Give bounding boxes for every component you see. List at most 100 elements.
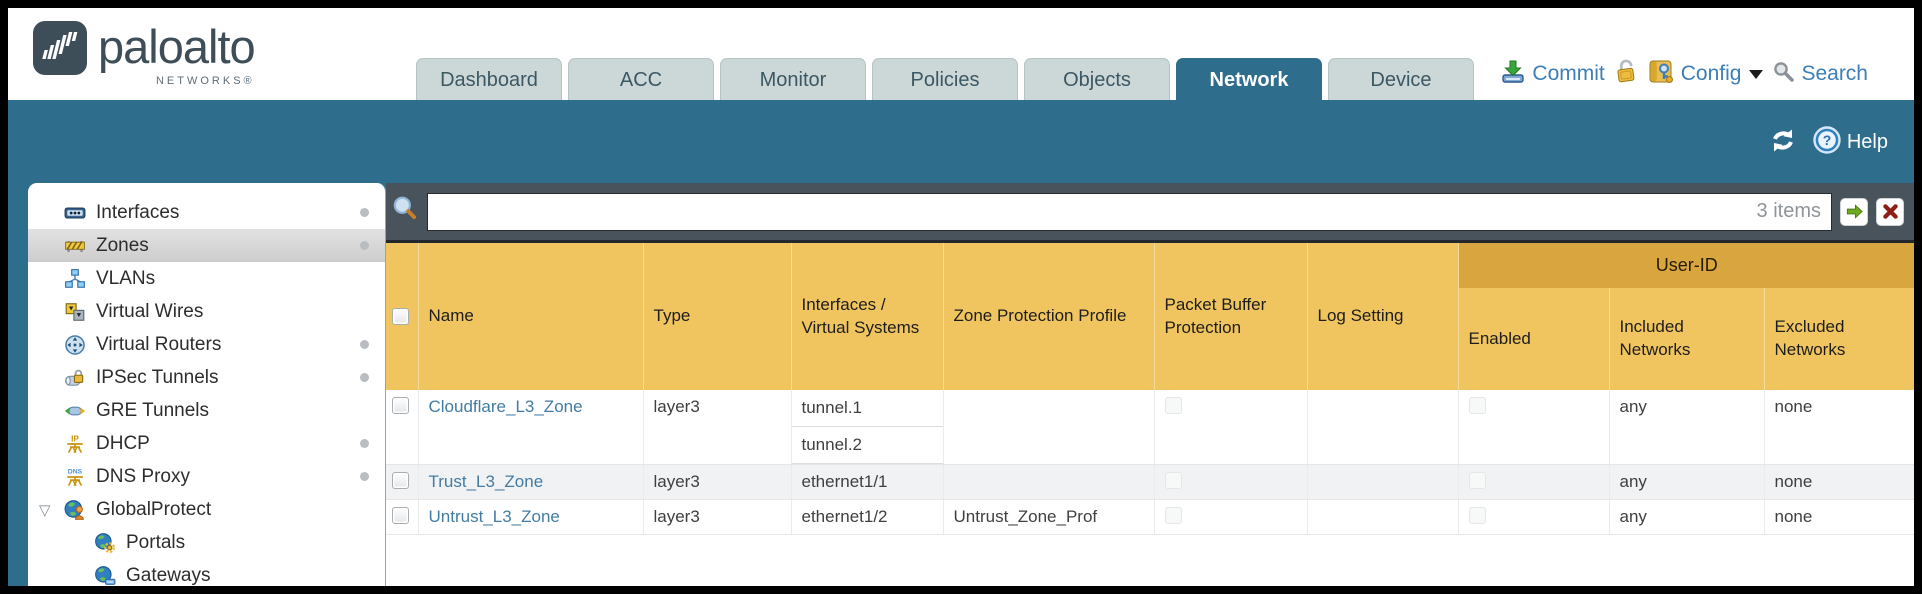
network-sidebar: Interfaces Zones VLANs Vir xyxy=(28,183,386,586)
log-setting-cell xyxy=(1307,464,1459,500)
sidebar-item-label: DNS Proxy xyxy=(96,465,190,487)
sidebar-item-dns-proxy[interactable]: DNS DNS Proxy xyxy=(28,460,385,493)
column-header-enabled[interactable]: Enabled xyxy=(1458,288,1610,390)
row-select-cell xyxy=(386,464,419,500)
column-header-type[interactable]: Type xyxy=(643,243,792,390)
commit-button[interactable]: Commit xyxy=(1500,58,1605,90)
config-label: Config xyxy=(1680,62,1742,85)
tab-policies[interactable]: Policies xyxy=(872,58,1018,100)
user-id-enabled-checkbox xyxy=(1468,397,1486,414)
search-label: Search xyxy=(1801,62,1868,85)
sidebar-item-zones[interactable]: Zones xyxy=(28,229,385,262)
tab-device[interactable]: Device xyxy=(1328,58,1474,100)
globalprotect-icon xyxy=(64,499,87,520)
commit-icon xyxy=(1500,58,1526,90)
sidebar-item-dhcp[interactable]: IP DHCP xyxy=(28,427,385,460)
table-row-cloudflare-l3-zone: Cloudflare_L3_Zone layer3 tunnel.1 tunne… xyxy=(386,390,1914,465)
excluded-networks-cell: none xyxy=(1764,464,1914,500)
sidebar-item-virtual-routers[interactable]: Virtual Routers xyxy=(28,328,385,361)
main-tab-bar: Dashboard ACC Monitor Policies Objects N… xyxy=(416,58,1474,100)
included-networks-cell: any xyxy=(1609,499,1765,535)
sidebar-item-globalprotect[interactable]: ▽ GlobalProtect xyxy=(28,493,385,526)
row-checkbox[interactable] xyxy=(392,397,409,414)
sidebar-item-vlans[interactable]: VLANs xyxy=(28,262,385,295)
zones-table: Name Type Interfaces / Virtual Systems Z… xyxy=(386,243,1914,535)
sidebar-item-label: Zones xyxy=(96,234,149,256)
sidebar-item-gateways[interactable]: Gateways xyxy=(28,559,385,586)
app-window: paloalto NETWORKS® Dashboard ACC Monitor… xyxy=(8,8,1914,586)
tab-network[interactable]: Network xyxy=(1176,58,1322,100)
search-button[interactable]: Search xyxy=(1772,60,1868,89)
globalprotect-expander-icon[interactable]: ▽ xyxy=(39,502,51,519)
tab-monitor[interactable]: Monitor xyxy=(720,58,866,100)
interface-entry: ethernet1/1 xyxy=(801,471,888,491)
clear-filter-button[interactable] xyxy=(1876,197,1904,226)
zone-name-link[interactable]: Trust_L3_Zone xyxy=(428,472,544,491)
config-button[interactable]: Config xyxy=(1647,58,1764,90)
item-dot xyxy=(360,208,369,217)
column-header-name[interactable]: Name xyxy=(418,243,644,390)
tab-acc[interactable]: ACC xyxy=(568,58,714,100)
sidebar-item-label: GlobalProtect xyxy=(96,498,212,520)
packet-buffer-checkbox xyxy=(1164,507,1182,524)
excluded-networks-cell: none xyxy=(1764,499,1914,535)
log-setting-cell xyxy=(1307,499,1459,535)
tab-objects[interactable]: Objects xyxy=(1024,58,1170,100)
column-header-excluded-networks[interactable]: Excluded Networks xyxy=(1764,288,1914,390)
vlans-icon xyxy=(64,268,87,289)
tab-dashboard[interactable]: Dashboard xyxy=(416,58,562,100)
column-header-interfaces[interactable]: Interfaces / Virtual Systems xyxy=(791,243,944,390)
zone-name-link[interactable]: Untrust_L3_Zone xyxy=(428,507,560,526)
items-count: 3 items xyxy=(1756,200,1821,222)
zone-name-link[interactable]: Cloudflare_L3_Zone xyxy=(428,397,583,416)
column-header-zone-protection[interactable]: Zone Protection Profile xyxy=(943,243,1155,390)
filter-input[interactable] xyxy=(438,193,1749,230)
interfaces-icon xyxy=(64,202,87,223)
sidebar-item-portals[interactable]: Portals xyxy=(28,526,385,559)
user-id-enabled-checkbox xyxy=(1468,472,1486,489)
row-checkbox[interactable] xyxy=(392,472,409,489)
portals-icon xyxy=(94,532,117,553)
sidebar-item-label: Gateways xyxy=(126,564,211,586)
config-icon xyxy=(1647,58,1675,90)
zone-type-cell: layer3 xyxy=(643,499,792,535)
packet-buffer-cell xyxy=(1154,499,1308,535)
sidebar-item-virtual-wires[interactable]: Virtual Wires xyxy=(28,295,385,328)
dhcp-icon: IP xyxy=(64,433,87,454)
sidebar-item-interfaces[interactable]: Interfaces xyxy=(28,196,385,229)
help-label[interactable]: Help xyxy=(1846,131,1888,153)
brand-sub: NETWORKS® xyxy=(155,75,255,87)
column-header-included-networks[interactable]: Included Networks xyxy=(1609,288,1765,390)
item-dot xyxy=(360,340,369,349)
content-area: Interfaces Zones VLANs Vir xyxy=(8,183,1914,586)
refresh-icon[interactable] xyxy=(1767,127,1799,159)
sidebar-item-gre-tunnels[interactable]: GRE Tunnels xyxy=(28,394,385,427)
zone-name-cell: Trust_L3_Zone xyxy=(418,464,644,500)
column-header-packet-buffer[interactable]: Packet Buffer Protection xyxy=(1154,243,1308,390)
paloalto-logo-mark-icon xyxy=(32,20,88,81)
sidebar-item-label: Interfaces xyxy=(96,201,180,223)
sidebar-item-ipsec-tunnels[interactable]: IPSec Tunnels xyxy=(28,361,385,394)
packet-buffer-cell xyxy=(1154,390,1308,465)
column-header-log-setting[interactable]: Log Setting xyxy=(1307,243,1459,390)
packet-buffer-checkbox xyxy=(1164,397,1182,414)
select-all-checkbox[interactable] xyxy=(392,308,409,325)
zone-interfaces-cell: tunnel.1 tunnel.2 xyxy=(791,390,944,465)
filter-bar: 3 items xyxy=(386,183,1914,243)
column-group-user-id: User-ID xyxy=(1458,243,1914,288)
svg-text:IP: IP xyxy=(71,434,79,443)
apply-filter-button[interactable] xyxy=(1840,197,1868,226)
row-checkbox[interactable] xyxy=(392,507,409,524)
item-dot xyxy=(360,472,369,481)
help-icon[interactable]: ? xyxy=(1813,126,1841,159)
sidebar-item-label: Virtual Wires xyxy=(96,300,204,322)
sidebar-item-label: Virtual Routers xyxy=(96,333,222,355)
filter-input-wrap: 3 items xyxy=(427,192,1832,231)
filter-search-icon xyxy=(391,195,419,228)
included-networks-cell: any xyxy=(1609,464,1765,500)
zone-interfaces-cell: ethernet1/1 xyxy=(791,464,944,500)
gre-tunnels-icon xyxy=(64,400,87,421)
lock-icon[interactable] xyxy=(1614,58,1638,90)
log-setting-cell xyxy=(1307,390,1459,465)
packet-buffer-cell xyxy=(1154,464,1308,500)
